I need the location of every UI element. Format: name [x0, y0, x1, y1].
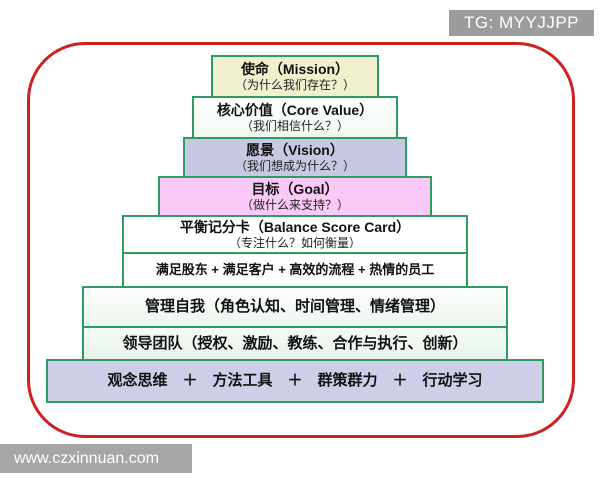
tier-mission: 使命（Mission） （为什么我们存在？）	[211, 55, 379, 98]
tier-core-value-title: 核心价值（Core Value）	[216, 101, 374, 118]
tier-balance-score-card-title: 平衡记分卡（Balance Score Card）	[179, 218, 411, 235]
tier-team-leadership-title: 领导团队（授权、激励、教练、合作与执行、创新）	[122, 334, 468, 352]
strategy-pyramid: 使命（Mission） （为什么我们存在？） 核心价值（Core Value） …	[0, 55, 590, 403]
tier-bsc-perspectives-title: 满足股东 + 满足客户 + 高效的流程 + 热情的员工	[155, 262, 435, 278]
tier-self-management-title: 管理自我（角色认知、时间管理、情绪管理）	[144, 298, 445, 315]
tier-self-management: 管理自我（角色认知、时间管理、情绪管理）	[82, 286, 508, 328]
tier-core-value-subtitle: （我们相信什么？）	[240, 118, 349, 133]
tier-team-leadership: 领导团队（授权、激励、教练、合作与执行、创新）	[82, 326, 508, 361]
tier-foundation-title: 观念思维 ＋ 方法工具 ＋ 群策群力 ＋ 行动学习	[107, 372, 483, 389]
tier-vision-title: 愿景（Vision）	[246, 141, 344, 158]
tier-goal-subtitle: （做什么来支持？）	[240, 197, 349, 212]
tier-bsc-perspectives: 满足股东 + 满足客户 + 高效的流程 + 热情的员工	[122, 252, 468, 288]
tier-mission-title: 使命（Mission）	[240, 60, 350, 77]
tier-balance-score-card-subtitle: （专注什么？如何衡量）	[228, 235, 361, 250]
tier-vision-subtitle: （我们想成为什么？）	[234, 158, 355, 173]
tier-core-value: 核心价值（Core Value） （我们相信什么？）	[192, 96, 398, 139]
tier-balance-score-card: 平衡记分卡（Balance Score Card） （专注什么？如何衡量）	[122, 215, 468, 254]
tier-mission-subtitle: （为什么我们存在？）	[234, 77, 355, 92]
website-watermark: www.czxinnuan.com	[0, 444, 192, 473]
tier-vision: 愿景（Vision） （我们想成为什么？）	[183, 137, 407, 178]
tier-goal-title: 目标（Goal）	[251, 180, 339, 197]
red-border-frame	[27, 42, 575, 438]
tier-foundation: 观念思维 ＋ 方法工具 ＋ 群策群力 ＋ 行动学习	[46, 359, 544, 403]
telegram-watermark: TG: MYYJJPP	[449, 10, 594, 36]
tier-goal: 目标（Goal） （做什么来支持？）	[158, 176, 432, 217]
